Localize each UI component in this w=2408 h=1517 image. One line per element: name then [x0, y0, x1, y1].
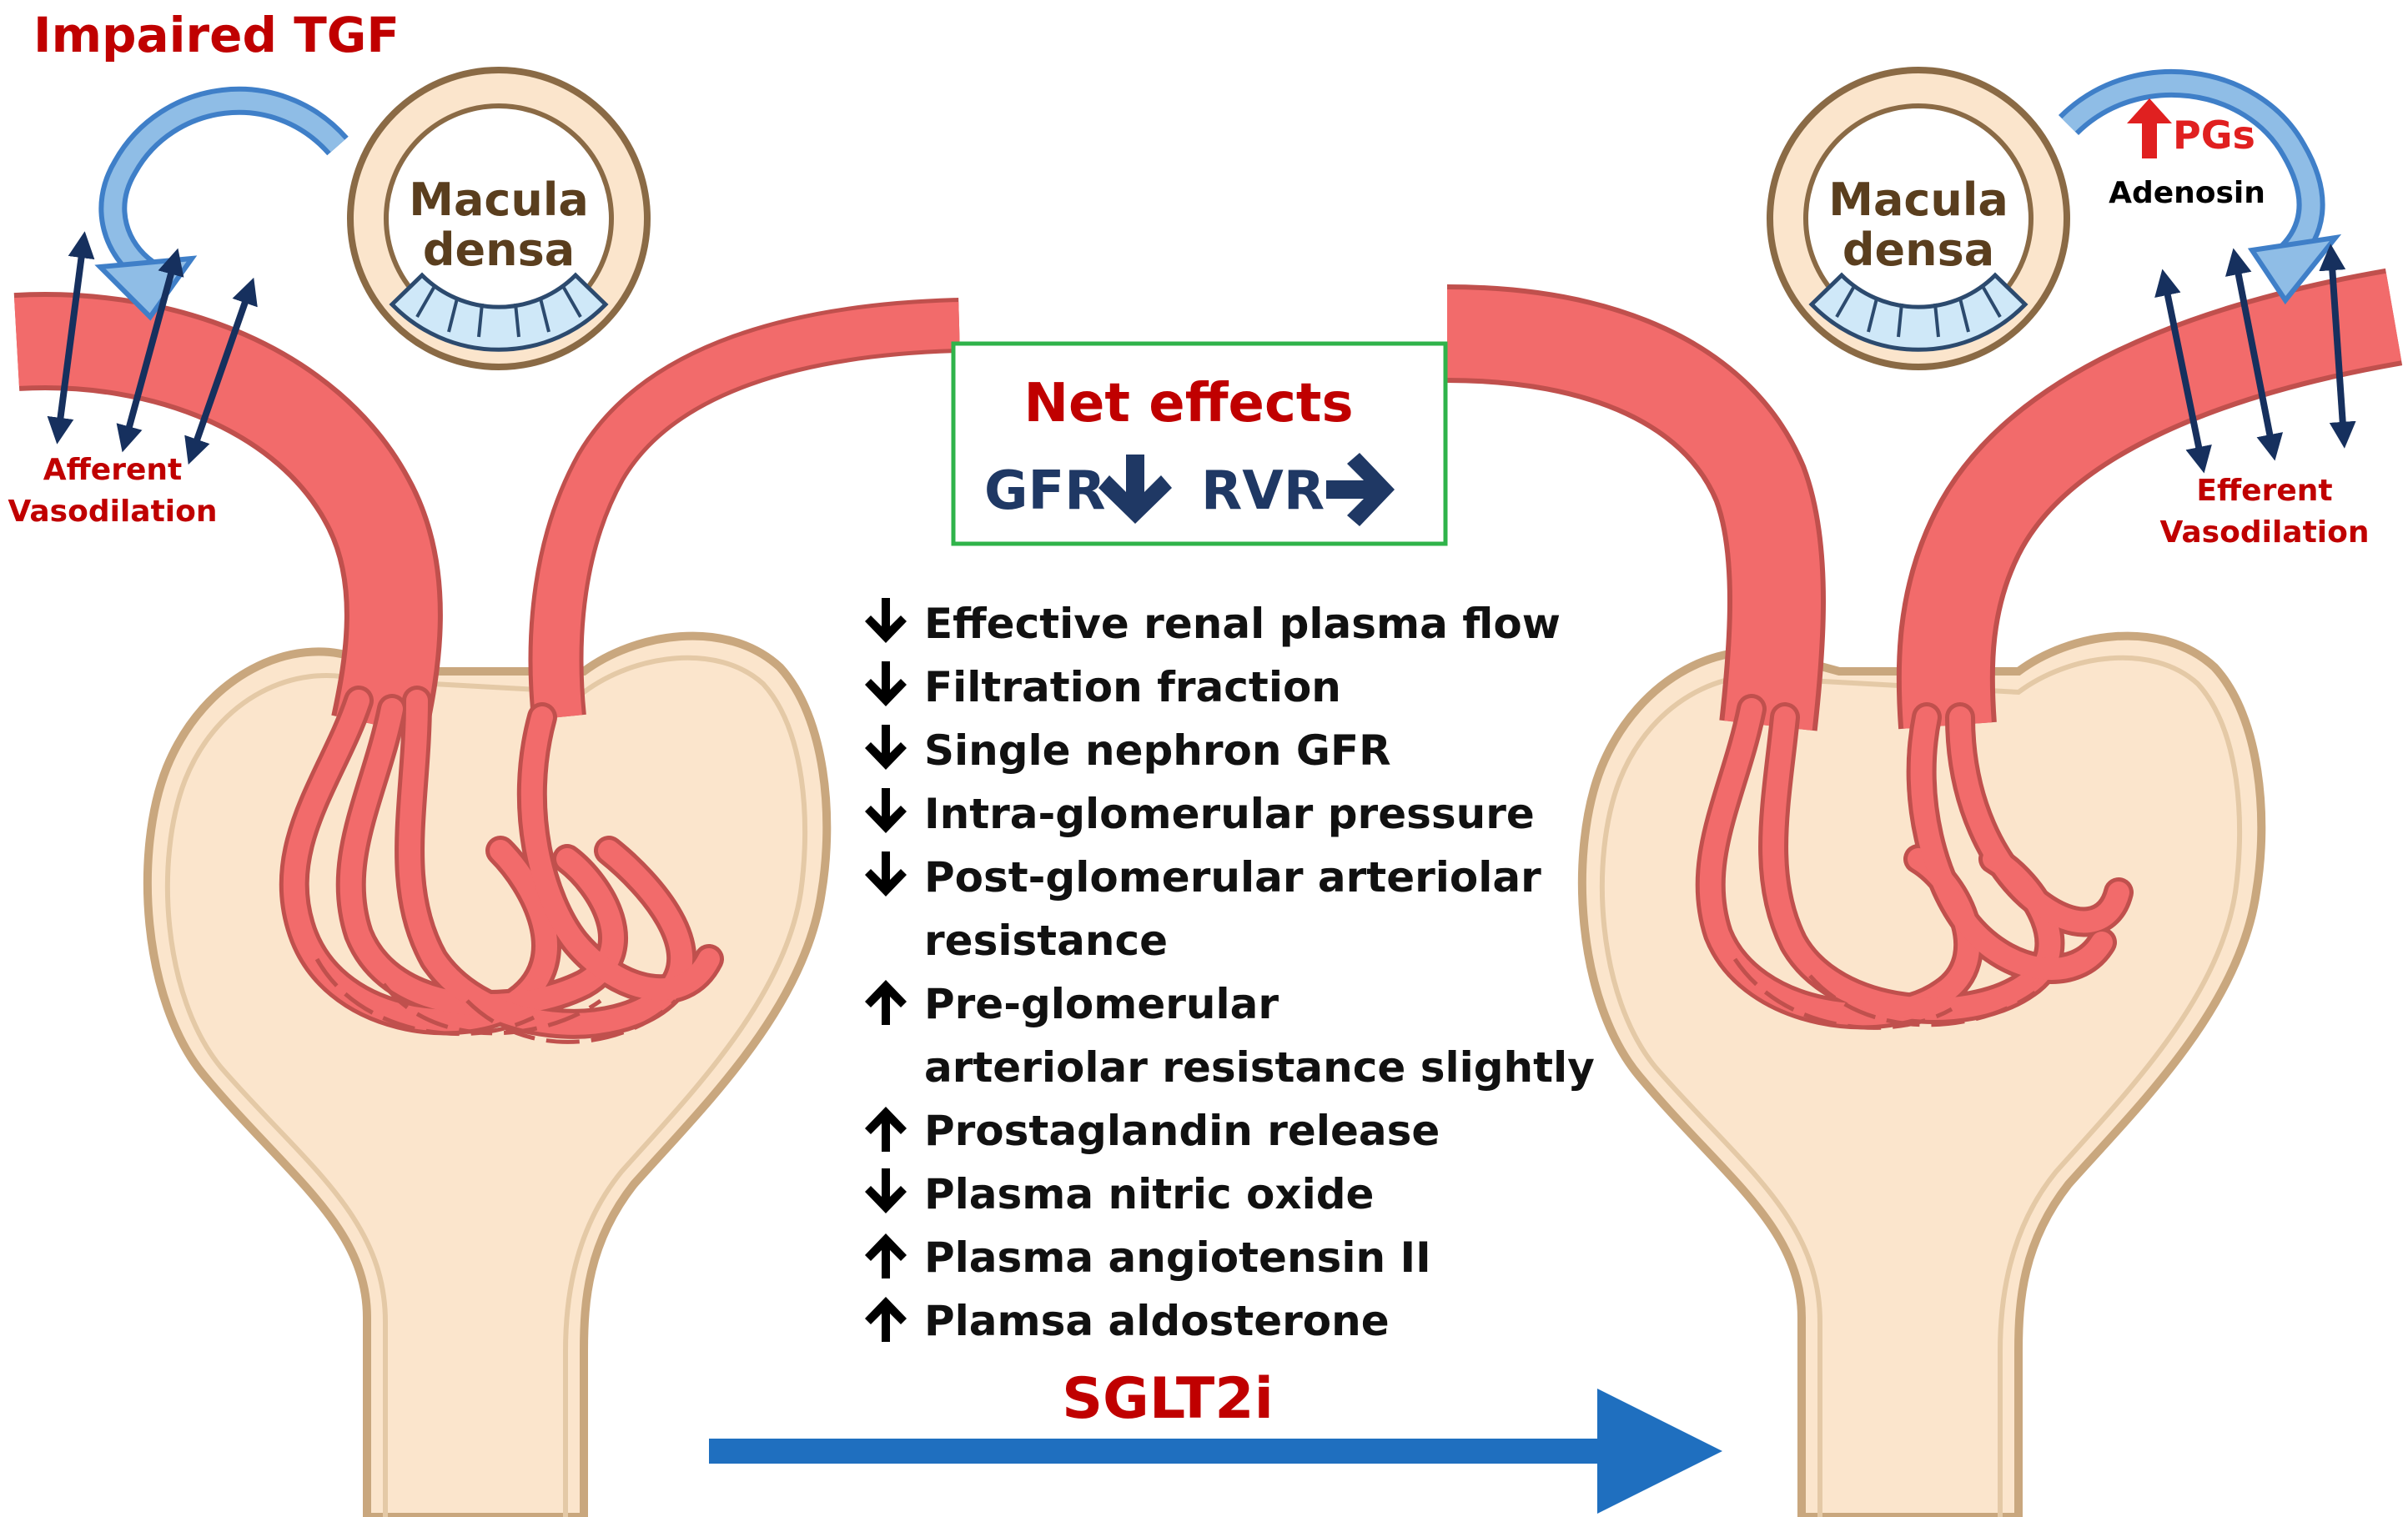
- right-capillary-tuft: [1695, 694, 2134, 1030]
- left-glomerulus: Macula densa Impaired TGF Afferent Vasod…: [8, 7, 960, 1517]
- up-arrow-icon: [865, 1297, 907, 1342]
- effect-item: Plamsa aldosterone: [865, 1297, 1390, 1345]
- effect-item: Plasma angiotensin II: [865, 1233, 1431, 1282]
- effect-item: Filtration fraction: [865, 661, 1341, 711]
- effect-item: Pre-glomerular arteriolar resistance slig…: [865, 980, 1595, 1092]
- adenosin-label: Adenosin: [2109, 176, 2265, 210]
- effect-item: Intra-glomerular pressure: [865, 788, 1535, 838]
- effect-text: Prostaglandin release: [924, 1107, 1440, 1155]
- effect-text: arteriolar resistance slightly: [924, 1043, 1595, 1092]
- down-arrow-icon: [865, 851, 907, 897]
- up-arrow-icon: [865, 1233, 907, 1278]
- effect-text: Intra-glomerular pressure: [924, 790, 1535, 838]
- effect-text: resistance: [924, 917, 1168, 965]
- down-arrow-icon: [865, 725, 907, 770]
- effect-item: Post-glomerular arteriolar resistance: [865, 851, 1541, 965]
- drug-label: SGLT2i: [1062, 1366, 1274, 1432]
- down-arrow-icon: [865, 788, 907, 833]
- effect-text: Filtration fraction: [924, 663, 1341, 711]
- afferent-label-line1: Afferent: [43, 453, 182, 487]
- left-bowman-capsule: [143, 631, 832, 1517]
- gfr-label: GFR: [984, 460, 1106, 522]
- effect-text: Plamsa aldosterone: [924, 1297, 1390, 1345]
- right-macula-text-line2: densa: [1842, 224, 1994, 276]
- right-macula-text-line1: Macula: [1828, 173, 2008, 226]
- pgs-up-arrow-icon: [2127, 98, 2172, 158]
- right-vasodilation-arrows: [2154, 244, 2356, 474]
- down-arrow-icon: [865, 1168, 907, 1213]
- effect-text: Effective renal plasma flow: [924, 600, 1561, 648]
- effect-text: Plasma angiotensin II: [924, 1233, 1431, 1282]
- efferent-label-line2: Vasodilation: [2160, 515, 2370, 550]
- net-effects-title: Net effects: [1023, 373, 1353, 435]
- up-arrow-icon: [865, 1107, 907, 1152]
- left-capillary-tuft: [279, 686, 724, 1044]
- left-macula-text-line1: Macula: [409, 173, 589, 226]
- left-macula-text-line2: densa: [423, 224, 575, 276]
- down-arrow-icon: [865, 661, 907, 706]
- effect-item: Plasma nitric oxide: [865, 1168, 1374, 1218]
- down-arrow-icon: [865, 598, 907, 643]
- effect-text: Single nephron GFR: [924, 726, 1391, 775]
- left-title: Impaired TGF: [33, 7, 400, 63]
- right-macula-densa: Macula densa: [1767, 67, 2070, 370]
- rvr-label: RVR: [1201, 460, 1325, 522]
- rvr-right-arrow-icon: [1326, 453, 1395, 526]
- net-effects-box: Net effects GFR RVR: [951, 341, 1448, 546]
- up-arrow-icon: [865, 980, 907, 1025]
- effect-item: Effective renal plasma flow: [865, 598, 1561, 648]
- gfr-down-arrow-icon: [1098, 455, 1172, 524]
- pgs-label: PGs: [2173, 113, 2255, 158]
- effect-text: Pre-glomerular: [924, 980, 1279, 1028]
- effect-text: Post-glomerular arteriolar: [924, 853, 1541, 902]
- afferent-label-line2: Vasodilation: [8, 495, 218, 529]
- right-bowman-capsule: [1577, 631, 2266, 1517]
- effect-item: Single nephron GFR: [865, 725, 1391, 775]
- efferent-label-line1: Efferent: [2196, 474, 2332, 508]
- effect-item: Prostaglandin release: [865, 1107, 1440, 1155]
- effect-text: Plasma nitric oxide: [924, 1170, 1374, 1218]
- right-glomerulus: Macula densa PGs Adenosin Efferent Vasod…: [1446, 67, 2403, 1517]
- left-macula-densa: Macula densa: [347, 67, 651, 370]
- left-vasodilation-arrows: [47, 231, 258, 465]
